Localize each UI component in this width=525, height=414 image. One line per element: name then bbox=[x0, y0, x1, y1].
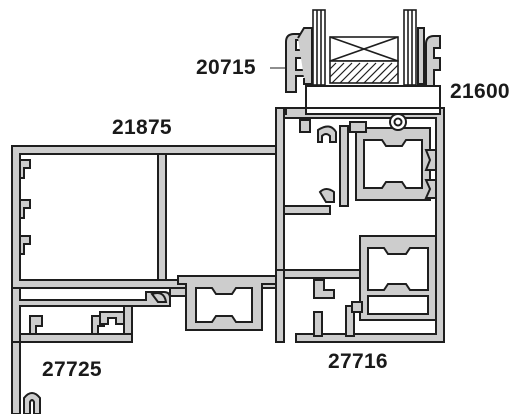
label-21875: 21875 bbox=[112, 116, 172, 139]
label-27725: 27725 bbox=[42, 358, 102, 381]
rebate-channel bbox=[305, 85, 441, 109]
sash-profile-21600 bbox=[417, 27, 441, 93]
main-frame-block bbox=[275, 107, 445, 343]
label-27716: 27716 bbox=[328, 350, 388, 373]
glazing-bead-20715 bbox=[285, 27, 313, 93]
sealant-hatch bbox=[329, 60, 399, 84]
glass-pane-group bbox=[312, 9, 417, 86]
connector-profile bbox=[169, 275, 277, 331]
label-20715: 20715 bbox=[196, 56, 256, 79]
fixed-frame-21875 bbox=[11, 145, 277, 343]
glass-pane-left bbox=[312, 9, 326, 86]
glass-pane-right bbox=[403, 9, 417, 86]
label-21600: 21600 bbox=[450, 80, 510, 103]
coupling-profile-27725 bbox=[11, 341, 41, 414]
